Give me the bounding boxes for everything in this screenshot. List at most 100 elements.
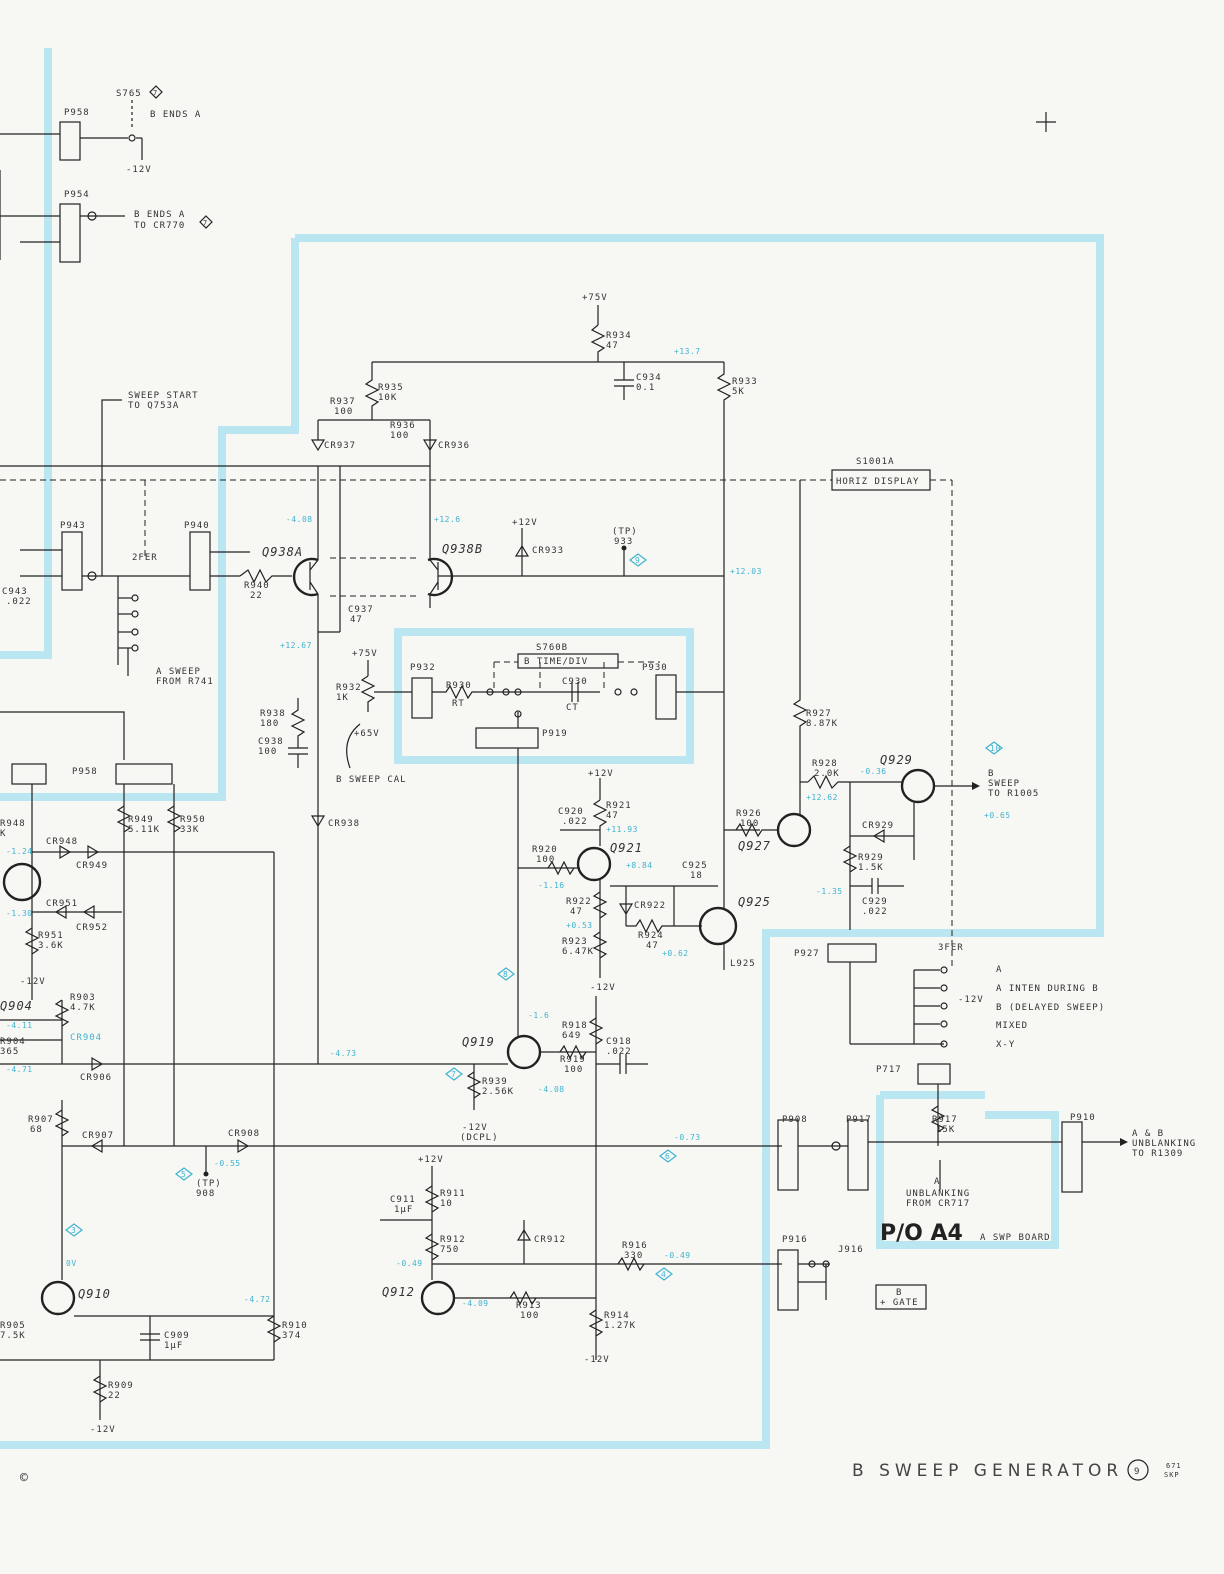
label-r917: R917 [932,1115,958,1125]
waveform-markers: 7 7 9 10 8 7 5 6 4 3 [65,85,1003,1281]
label-r934v: 47 [606,341,619,351]
voltage: -1.6 [528,1011,549,1020]
voltage: -1.16 [538,881,565,890]
label-r924: R924 [638,931,664,941]
label-tp: (TP) [612,527,638,537]
label-c938: C938 [258,737,284,747]
label-r930: R930 [446,681,472,691]
waveform-marker: 4 [661,1270,666,1279]
label-b-ends-a: B ENDS A [150,110,201,120]
label-cr937: CR937 [324,441,356,451]
cr933-tp933 [514,528,627,576]
label-r929v: 1.5K [858,863,884,873]
label-r950: R950 [180,815,206,825]
label-sweep-start: SWEEP START [128,391,199,401]
p958-connector-top [0,100,143,161]
label-s1001a: S1001A [856,457,895,467]
label-p75v: +75V [582,293,608,303]
label-r919: R919 [560,1055,586,1065]
label-r938v: 180 [260,719,279,729]
sweep-start-wire [101,399,122,576]
voltage: 0V [66,1259,77,1268]
label-p908: P908 [782,1115,808,1125]
label-ct: CT [566,703,579,713]
label-c937: C937 [348,605,374,615]
voltage: -4.11 [6,1021,33,1030]
label-c909: C909 [164,1331,190,1341]
q938-differential-pair [239,440,724,633]
label-a-unblank: A [934,1177,940,1187]
label-r950v: 33K [180,825,199,835]
label-c911: C911 [390,1195,416,1205]
label-r912v: 750 [440,1245,459,1255]
label-cr951: CR951 [46,899,78,909]
q921-q925-q927 [518,690,812,978]
label-r916: R916 [622,1241,648,1251]
label-p717: P717 [876,1065,902,1075]
label-s765: S765 [116,89,142,99]
label-p919: P919 [542,729,568,739]
label-r929: R929 [858,853,884,863]
label-r911v: 10 [440,1199,453,1209]
label-r948: R948 [0,819,26,829]
voltage: +12.03 [730,567,762,576]
label-r927: R927 [806,709,832,719]
voltage: -0.49 [396,1259,423,1268]
label-j916: J916 [838,1245,864,1255]
label-r903: R903 [70,993,96,1003]
label-r926: R926 [736,809,762,819]
label-r926v: 100 [740,819,759,829]
label-l925: L925 [730,959,756,969]
p954-connector [0,170,125,263]
label-to-r1309: TO R1309 [1132,1149,1183,1159]
label-to-r1005: TO R1005 [988,789,1039,799]
label-q904: Q904 [0,999,33,1013]
label-r922v: 47 [570,907,583,917]
label-r921: R921 [606,801,632,811]
label-c918: C918 [606,1037,632,1047]
label-r921v: 47 [606,811,619,821]
label-c934v: 0.1 [636,383,655,393]
label-q938b: Q938B [442,542,483,556]
label-cr908: CR908 [228,1129,260,1139]
label-rt: RT [452,699,465,709]
label-r936: R936 [390,421,416,431]
voltage: -1.30 [6,909,33,918]
waveform-marker: 7 [203,219,208,227]
label-r918: R918 [562,1021,588,1031]
label-r909v: 22 [108,1391,121,1401]
label-r933: R933 [732,377,758,387]
label-horiz-display: HORIZ DISPLAY [836,477,919,487]
label-r924v: 47 [646,941,659,951]
voltage: -4.73 [330,1049,357,1058]
label-r928v: 2.0K [814,769,840,779]
label-r939v: 2.56K [482,1087,514,1097]
label-r938: R938 [260,709,286,719]
label-p943: P943 [60,521,86,531]
sheet-code-2: SKP [1164,1471,1180,1479]
voltage: -4.09 [462,1299,489,1308]
waveform-marker: 6 [665,1152,670,1161]
label-cr948: CR948 [46,837,78,847]
label-c937v: 47 [350,615,363,625]
label-c943v: .022 [6,597,32,607]
label-r913: R913 [516,1301,542,1311]
label-r917v: 15K [936,1125,955,1135]
label-cr906: CR906 [80,1073,112,1083]
label-mode-a-inten: A INTEN DURING B [996,984,1099,994]
p943-p940-connectors [20,531,250,676]
label-mode-mixed: MIXED [996,1021,1028,1031]
lower-transistor-chain [0,748,782,1420]
voltage: -0.49 [664,1251,691,1260]
waveform-marker: 9 [635,556,640,565]
label-cr929: CR929 [862,821,894,831]
label-r928: R928 [812,759,838,769]
label-q925: Q925 [738,895,771,909]
label-q927: Q927 [738,839,771,853]
label-to-q753a: TO Q753A [128,401,179,411]
label-b-ends-a-2: B ENDS A [134,210,185,220]
label-r951v: 3.6K [38,941,64,951]
label-m12v: -12V [126,165,152,175]
label-mode-a: A [996,965,1002,975]
label-r916v: 330 [624,1251,643,1261]
